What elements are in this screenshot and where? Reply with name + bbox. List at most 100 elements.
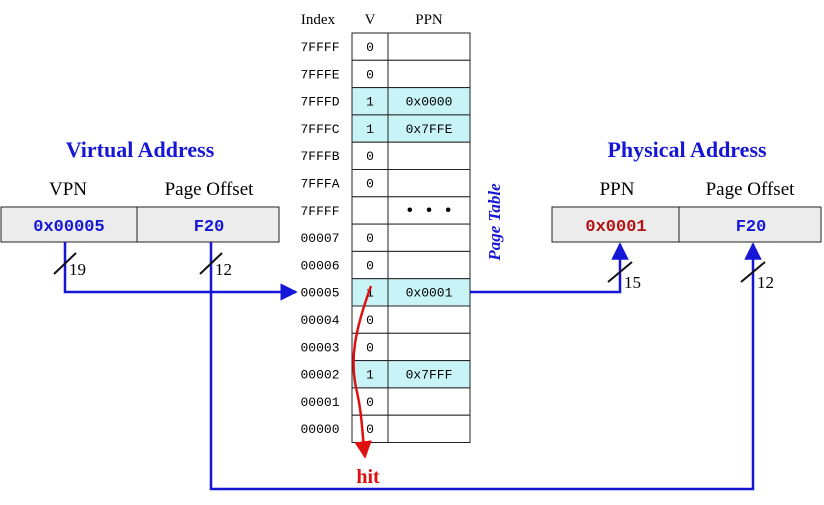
ppn-value: 0x7FFF bbox=[406, 368, 453, 383]
physical-offset-bits: 12 bbox=[757, 273, 774, 292]
virtual-offset-bits: 12 bbox=[215, 260, 232, 279]
row-index: 7FFFC bbox=[300, 122, 339, 137]
ppn-value: 0x7FFE bbox=[406, 122, 453, 137]
valid-cell bbox=[351, 223, 389, 252]
valid-bit: 0 bbox=[366, 231, 374, 246]
valid-cell bbox=[351, 32, 389, 61]
valid-bit: 0 bbox=[366, 149, 374, 164]
valid-bit: 0 bbox=[366, 395, 374, 410]
table-row: 7FFFF 0 bbox=[300, 32, 471, 61]
row-index: 00001 bbox=[300, 395, 339, 410]
vpn-bits: 19 bbox=[69, 260, 86, 279]
table-row: 00004 0 bbox=[300, 305, 471, 334]
valid-bit: 1 bbox=[366, 286, 374, 301]
virtual-offset-value: F20 bbox=[194, 218, 225, 237]
ppn-cell bbox=[387, 141, 471, 170]
row-index: 00006 bbox=[300, 258, 339, 273]
ppn-bits: 15 bbox=[624, 273, 641, 292]
table-row: 7FFFC 1 0x7FFE bbox=[300, 114, 471, 143]
ppn-cell bbox=[387, 387, 471, 416]
virtual-offset-bit-slash bbox=[199, 252, 223, 275]
table-to-ppn-arrow bbox=[470, 242, 629, 294]
offset-passthrough-arrow bbox=[209, 242, 762, 491]
ppn-cell bbox=[387, 223, 471, 252]
row-index: 7FFFE bbox=[300, 67, 339, 82]
virtual-address-title: Virtual Address bbox=[66, 137, 215, 162]
ppn-cell bbox=[387, 87, 471, 116]
valid-cell bbox=[351, 414, 389, 444]
table-row: 00003 0 bbox=[300, 332, 471, 362]
ppn-value: 0x0001 bbox=[585, 218, 646, 237]
table-row: 00007 0 bbox=[300, 223, 471, 252]
valid-bit: 0 bbox=[366, 340, 374, 355]
ppn-label: PPN bbox=[600, 179, 635, 200]
ppn-bit-slash bbox=[607, 261, 633, 283]
row-index: 00005 bbox=[300, 286, 339, 301]
vpn-box bbox=[0, 206, 138, 243]
physical-offset-box bbox=[678, 206, 822, 243]
table-row: 00002 1 0x7FFF bbox=[300, 360, 471, 389]
ellipsis: • • • bbox=[405, 202, 453, 220]
table-row: 7FFFB 0 bbox=[300, 141, 471, 170]
table-row: 00001 0 bbox=[300, 387, 471, 416]
row-index: 00004 bbox=[300, 313, 339, 328]
valid-bit: 0 bbox=[366, 258, 374, 273]
valid-bit: 0 bbox=[366, 422, 374, 437]
row-index: 7FFFB bbox=[300, 149, 339, 164]
header-index: Index bbox=[301, 12, 336, 28]
valid-bit: 1 bbox=[366, 95, 374, 110]
ppn-cell bbox=[387, 114, 471, 143]
physical-offset-bit-slash bbox=[740, 261, 766, 283]
hit-label: hit bbox=[356, 466, 380, 488]
valid-bit: 1 bbox=[366, 368, 374, 383]
row-index: 7FFFF bbox=[300, 204, 339, 219]
physical-offset-value: F20 bbox=[736, 218, 767, 237]
valid-cell bbox=[351, 332, 389, 362]
ppn-cell bbox=[387, 332, 471, 362]
ppn-cell bbox=[387, 360, 471, 389]
header-ppn: PPN bbox=[415, 12, 443, 28]
valid-cell bbox=[351, 196, 389, 225]
ppn-cell bbox=[387, 32, 471, 61]
vpn-value: 0x00005 bbox=[33, 218, 104, 237]
ppn-cell bbox=[387, 414, 471, 444]
ppn-value: 0x0000 bbox=[406, 95, 453, 110]
row-index: 7FFFD bbox=[300, 95, 339, 110]
virtual-offset-label: Page Offset bbox=[165, 179, 255, 200]
ppn-cell bbox=[387, 250, 471, 280]
physical-address-title: Physical Address bbox=[607, 137, 767, 162]
table-row: 00006 0 bbox=[300, 250, 471, 280]
valid-bit: 1 bbox=[366, 122, 374, 137]
table-row: 7FFFD 1 0x0000 bbox=[300, 87, 471, 116]
vpn-label: VPN bbox=[49, 179, 87, 200]
virtual-offset-box bbox=[136, 206, 280, 243]
valid-bit: 0 bbox=[366, 177, 374, 192]
valid-bit: 0 bbox=[366, 40, 374, 55]
ppn-cell bbox=[387, 59, 471, 89]
row-index: 7FFFA bbox=[300, 177, 339, 192]
valid-cell bbox=[351, 59, 389, 89]
header-v: V bbox=[365, 12, 376, 28]
row-index: 00000 bbox=[300, 422, 339, 437]
ppn-value: 0x0001 bbox=[406, 286, 453, 301]
ppn-cell bbox=[387, 305, 471, 334]
row-index: 00003 bbox=[300, 340, 339, 355]
vpn-to-table-arrow bbox=[63, 242, 298, 301]
valid-bit: 0 bbox=[366, 313, 374, 328]
row-index: 7FFFF bbox=[300, 40, 339, 55]
hit-arrow bbox=[352, 285, 373, 459]
table-row: 7FFFA 0 bbox=[300, 169, 471, 198]
table-row: 7FFFF • • • bbox=[300, 196, 471, 225]
physical-offset-label: Page Offset bbox=[706, 179, 796, 200]
table-row: 00005 1 0x0001 bbox=[300, 278, 471, 307]
vpn-bit-slash bbox=[53, 252, 77, 275]
row-index: 00002 bbox=[300, 368, 339, 383]
valid-cell bbox=[351, 169, 389, 198]
row-index: 00007 bbox=[300, 231, 339, 246]
ppn-cell bbox=[387, 169, 471, 198]
